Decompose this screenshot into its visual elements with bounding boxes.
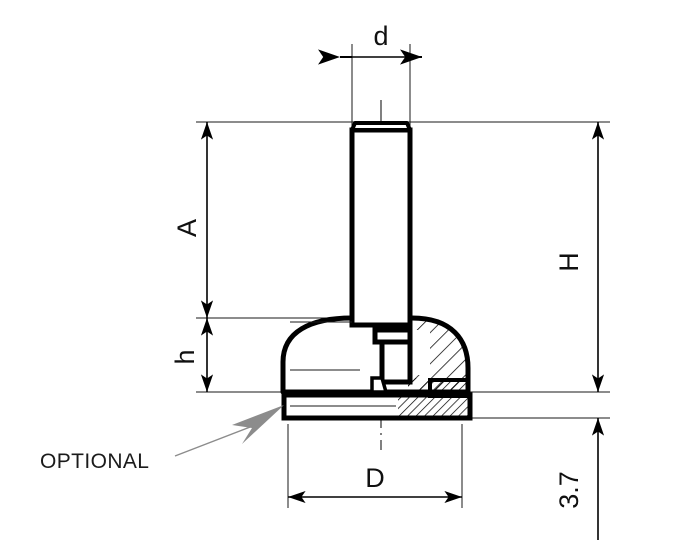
dim-H-label: H bbox=[554, 252, 584, 272]
dome-section-hatch bbox=[408, 320, 466, 390]
dim-D-label: D bbox=[365, 463, 385, 493]
dimension-A: A bbox=[172, 122, 214, 318]
threaded-stud-body bbox=[349, 127, 413, 328]
internal-thin-lines bbox=[290, 321, 396, 407]
swivel-seat-detail bbox=[370, 376, 389, 394]
optional-leader-line bbox=[174, 423, 259, 457]
optional-callout: OPTIONAL bbox=[40, 405, 284, 473]
optional-leader-arrow-icon bbox=[232, 405, 284, 444]
dim-pad-label: 3.7 bbox=[554, 471, 584, 509]
base-pad-section-hatch bbox=[398, 395, 470, 418]
dimension-D: D bbox=[288, 463, 462, 504]
pad-riser-block bbox=[428, 378, 470, 398]
internal-nut-body bbox=[379, 339, 413, 385]
stud-top-chamfer bbox=[350, 121, 412, 132]
dim-d-label: d bbox=[373, 21, 388, 51]
dimension-H: H bbox=[554, 122, 605, 392]
dimension-pad-thickness: 3.7 bbox=[554, 418, 605, 540]
part-geometry bbox=[280, 121, 473, 421]
dimension-d: d bbox=[318, 21, 422, 65]
dim-h-label: h bbox=[170, 349, 200, 364]
optional-label: OPTIONAL bbox=[40, 450, 149, 473]
dimension-h: h bbox=[170, 318, 214, 392]
dim-A-label: A bbox=[172, 219, 202, 237]
